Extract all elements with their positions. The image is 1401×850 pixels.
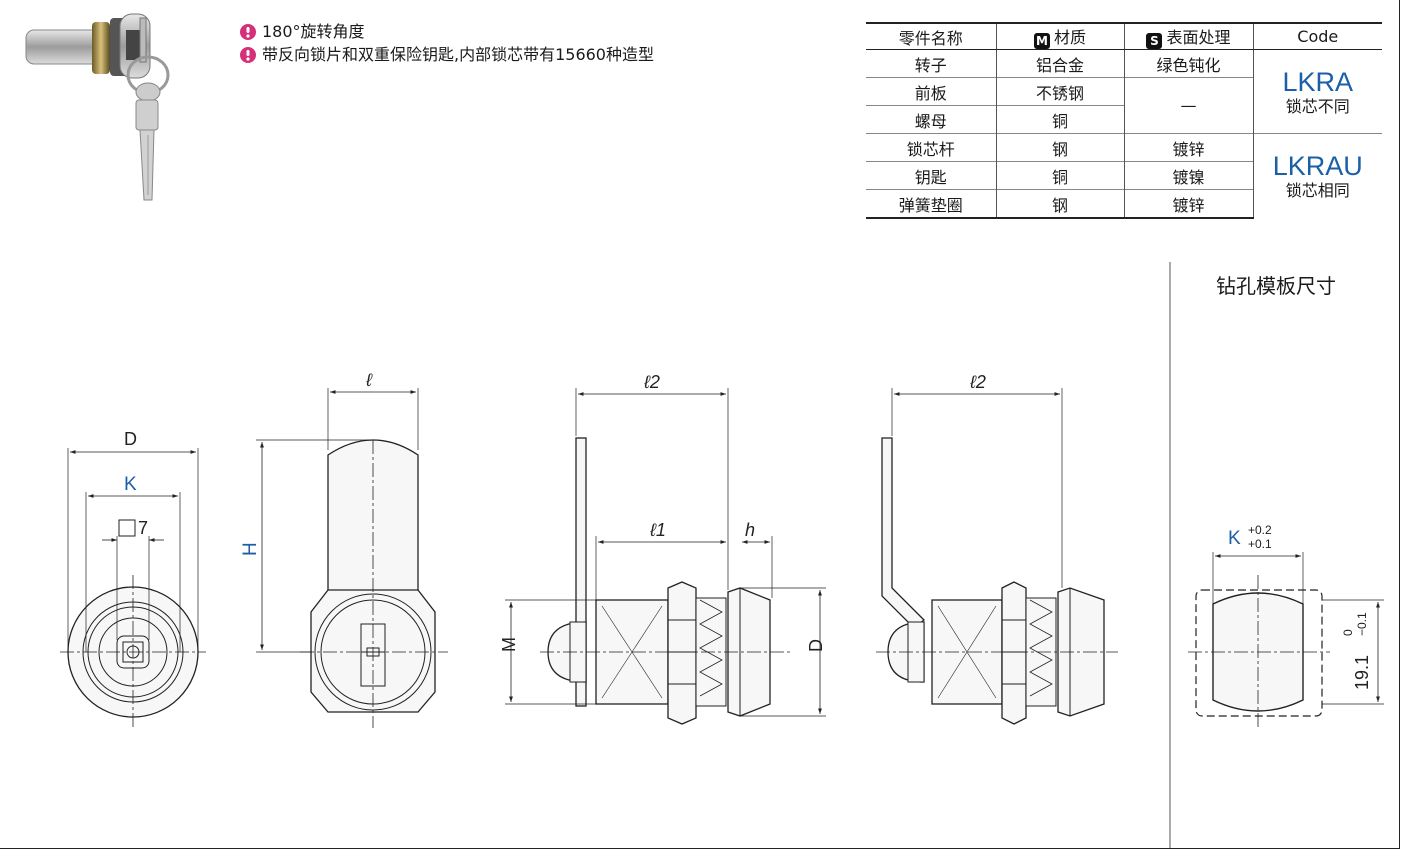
part-material: 钢 [995, 189, 1124, 219]
part-material: 钢 [995, 133, 1124, 162]
part-surface: 绿色钝化 [1123, 49, 1253, 78]
part-material: 铝合金 [995, 49, 1124, 78]
dim-h-label: H [240, 542, 261, 556]
dim-l2-label: ℓ2 [643, 372, 660, 392]
table-row: 螺母 铜 [866, 105, 1382, 134]
dim-h-lower-label: h [745, 520, 755, 540]
feature-list: 180°旋转角度 带反向锁片和双重保险钥匙,内部锁芯带有15660种造型 [240, 20, 654, 66]
dim-191-tol-upper: 0 [1341, 629, 1355, 636]
dim-k-tol-lower: +0.1 [1248, 537, 1272, 551]
part-surface: 镀锌 [1123, 133, 1253, 162]
part-name: 钥匙 [866, 161, 996, 190]
feature-item: 带反向锁片和双重保险钥匙,内部锁芯带有15660种造型 [240, 43, 654, 66]
side-view [256, 388, 448, 728]
table-row: 锁芯杆 钢 镀锌 LKRAU 锁芯相同 [866, 133, 1382, 218]
drill-template-title: 钻孔模板尺寸 [1216, 274, 1336, 298]
dim-191-tol-lower: −0.1 [1355, 612, 1369, 636]
dim-k-label: K [124, 474, 137, 495]
dim-k-tol-upper: +0.2 [1248, 523, 1272, 537]
dim-l1-label: ℓ1 [649, 520, 666, 540]
profile-view-bent [876, 388, 1118, 725]
part-material: 不锈钢 [995, 77, 1124, 106]
dim-191-label: 19.1 [1352, 655, 1372, 690]
table-row: 弹簧垫圈 钢 镀锌 [866, 189, 1382, 219]
dim-square-7-label: 7 [138, 518, 148, 538]
dim-d2-label: D [806, 639, 826, 652]
dim-m-label: M [499, 637, 519, 652]
part-name: 前板 [866, 77, 996, 106]
part-surface: 镀镍 [1123, 161, 1253, 190]
part-name: 转子 [866, 49, 996, 78]
code-lkra-desc: 锁芯不同 [1285, 96, 1350, 116]
part-name: 锁芯杆 [866, 133, 996, 162]
alert-bulb-icon [240, 46, 256, 63]
part-surface: — [1123, 77, 1253, 134]
front-view [60, 448, 206, 728]
feature-text: 180°旋转角度 [262, 22, 365, 41]
material-m-icon: M [1033, 33, 1050, 49]
part-material: 铜 [995, 105, 1124, 134]
table-row: 钥匙 铜 镀镍 [866, 161, 1382, 190]
drill-template-view [1188, 552, 1384, 728]
dim-l-label: ℓ [365, 370, 373, 390]
dim-k2-label: K [1228, 528, 1241, 549]
dim-d-label: D [124, 429, 137, 449]
code-lkrau: LKRAU [1272, 151, 1363, 181]
profile-view-straight [505, 388, 826, 725]
code-lkra: LKRA [1282, 66, 1354, 97]
header-part-name: 零件名称 [866, 22, 996, 50]
code-cell-lkra: LKRA 锁芯不同 [1252, 49, 1382, 134]
table-row: 前板 不锈钢 — [866, 77, 1382, 134]
part-surface: 镀锌 [1123, 189, 1253, 219]
table-row: 转子 铝合金 绿色钝化 LKRA 锁芯不同 [866, 49, 1382, 134]
code-lkrau-desc: 锁芯相同 [1285, 181, 1350, 200]
header-code: Code [1252, 22, 1382, 50]
product-photo [25, 13, 170, 201]
code-cell-lkrau: LKRAU 锁芯相同 [1252, 133, 1382, 218]
part-name: 螺母 [866, 105, 996, 134]
dim-l2b-label: ℓ2 [969, 372, 986, 392]
feature-item: 180°旋转角度 [240, 20, 654, 43]
feature-text: 带反向锁片和双重保险钥匙,内部锁芯带有15660种造型 [262, 45, 654, 64]
surface-s-icon: S [1146, 33, 1163, 49]
alert-bulb-icon [240, 23, 256, 40]
part-material: 铜 [995, 161, 1124, 190]
part-name: 弹簧垫圈 [866, 189, 996, 219]
